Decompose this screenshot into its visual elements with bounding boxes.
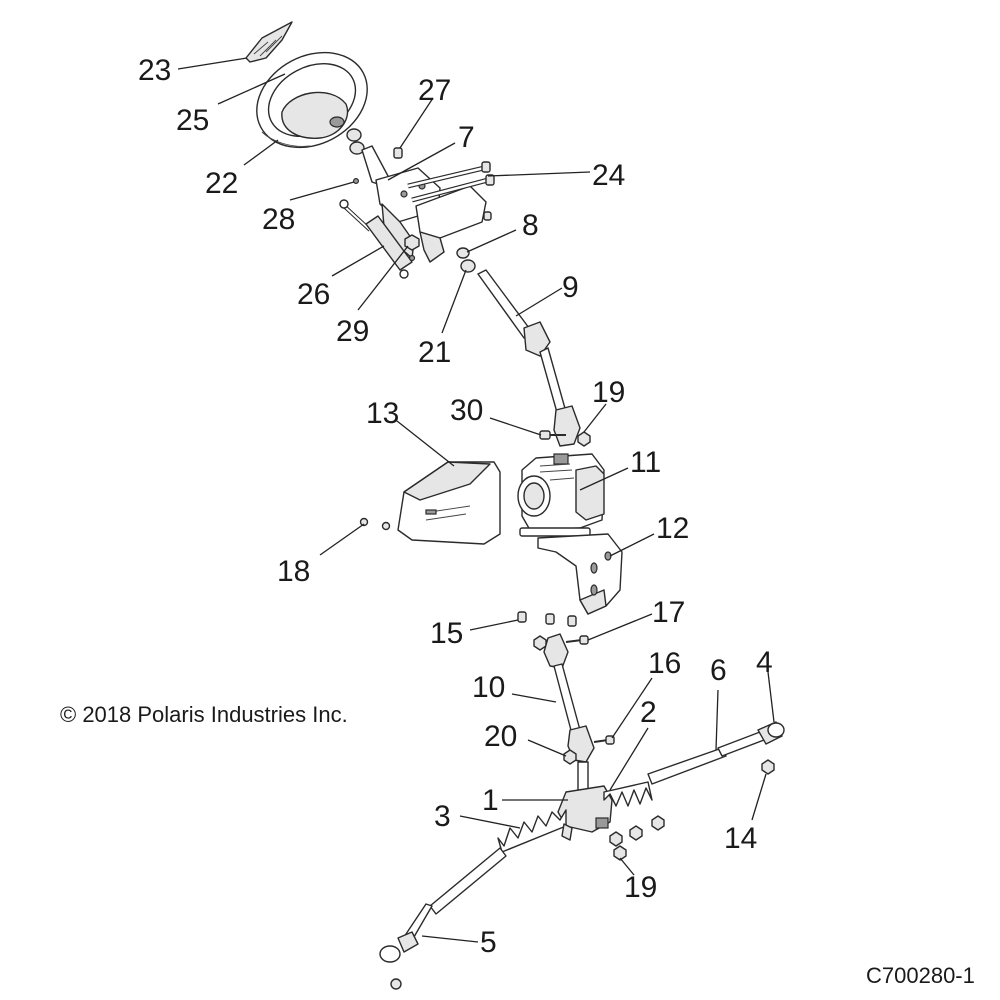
part-emblem bbox=[245, 21, 293, 63]
callout-24: 24 bbox=[592, 159, 625, 192]
part-right-tie-rod bbox=[717, 721, 785, 757]
callout-20: 20 bbox=[484, 720, 517, 753]
part-nut-20 bbox=[563, 749, 577, 765]
copyright-notice: © 2018 Polaris Industries Inc. bbox=[60, 702, 348, 727]
callout-2: 2 bbox=[640, 696, 657, 729]
part-mount-bracket bbox=[537, 533, 623, 615]
part-nut-14 bbox=[761, 759, 775, 775]
part-steering-rack bbox=[429, 747, 727, 915]
part-bolts-15 bbox=[517, 611, 577, 627]
callout-18: 18 bbox=[277, 555, 310, 588]
part-bolt-30 bbox=[539, 430, 566, 440]
callout-labels: 23 25 22 27 7 24 28 8 9 26 29 21 13 30 1… bbox=[138, 54, 773, 959]
callout-14: 14 bbox=[724, 822, 757, 855]
callout-19-lower: 19 bbox=[624, 871, 657, 904]
part-nuts-19-lower bbox=[609, 815, 665, 861]
callout-10: 10 bbox=[472, 671, 505, 704]
part-nut-29 bbox=[404, 234, 420, 262]
callout-4: 4 bbox=[756, 646, 773, 679]
part-steering-wheel bbox=[256, 51, 368, 149]
callout-19-upper: 19 bbox=[592, 376, 625, 409]
leader-lines bbox=[177, 57, 775, 943]
part-bolt-17 bbox=[533, 635, 589, 651]
part-left-tie-rod bbox=[379, 903, 433, 990]
part-column-rings bbox=[346, 128, 365, 155]
callout-25: 25 bbox=[176, 104, 209, 137]
part-upper-shaft bbox=[477, 269, 581, 447]
part-eps-unit bbox=[517, 453, 605, 537]
part-nut-19-upper bbox=[577, 431, 591, 447]
callout-27: 27 bbox=[418, 74, 451, 107]
callout-29: 29 bbox=[336, 315, 369, 348]
callout-21: 21 bbox=[418, 336, 451, 369]
part-fastener-18 bbox=[359, 517, 391, 531]
part-bushings bbox=[456, 247, 476, 273]
callout-1: 1 bbox=[482, 784, 499, 817]
drawing-code: C700280-1 bbox=[866, 963, 975, 988]
callout-28: 28 bbox=[262, 203, 295, 236]
callout-6: 6 bbox=[710, 654, 727, 687]
callout-26: 26 bbox=[297, 278, 330, 311]
callout-23: 23 bbox=[138, 54, 171, 87]
callout-5: 5 bbox=[480, 926, 497, 959]
part-shroud bbox=[397, 461, 501, 545]
callout-16: 16 bbox=[648, 647, 681, 680]
callout-17: 17 bbox=[652, 596, 685, 629]
part-pin-28 bbox=[353, 178, 360, 185]
callout-7: 7 bbox=[458, 121, 475, 154]
callout-11: 11 bbox=[630, 446, 661, 479]
callout-13: 13 bbox=[366, 397, 399, 430]
callout-12: 12 bbox=[656, 512, 689, 545]
part-bolt-27 bbox=[393, 147, 403, 159]
callout-9: 9 bbox=[562, 271, 579, 304]
part-bolt-16 bbox=[593, 735, 615, 745]
part-long-bolts bbox=[407, 161, 495, 221]
callout-15: 15 bbox=[430, 617, 463, 650]
callout-22: 22 bbox=[205, 167, 238, 200]
callout-30: 30 bbox=[450, 394, 483, 427]
callout-3: 3 bbox=[434, 800, 451, 833]
callout-8: 8 bbox=[522, 209, 539, 242]
part-lower-shaft bbox=[543, 633, 595, 763]
